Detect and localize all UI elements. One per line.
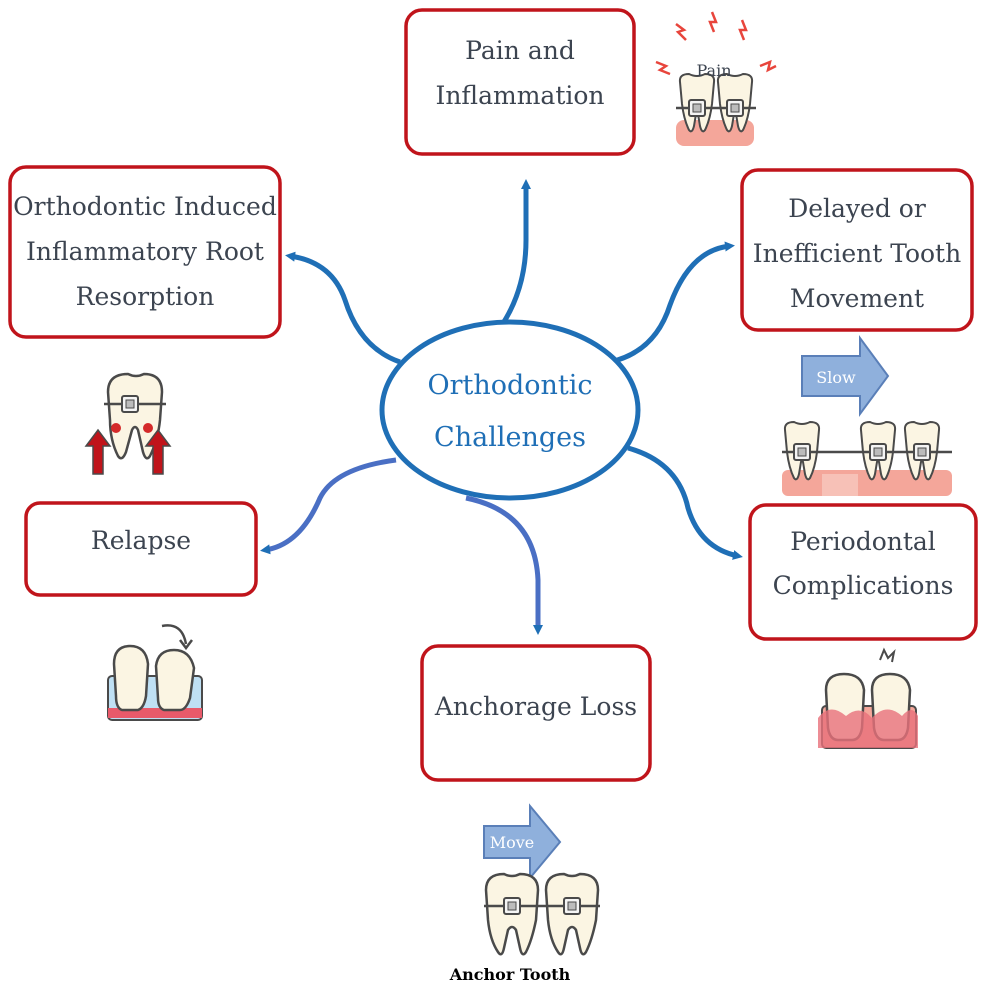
node-periodontal-line2: Complications xyxy=(773,571,954,600)
slow-icon-label: Slow xyxy=(816,368,856,387)
node-relapse: Relapse xyxy=(24,501,258,597)
node-delayed-line3: Movement xyxy=(790,284,924,313)
connector-pain xyxy=(497,179,531,330)
node-delayed-line2: Inefficient Tooth xyxy=(753,239,961,268)
anchorage-icon: Move Anchor Tooth xyxy=(449,803,600,984)
connector-relapse xyxy=(260,457,397,555)
center-title-line1: Orthodontic xyxy=(427,370,592,401)
node-pain-inflammation: Pain and Inflammation xyxy=(404,8,636,156)
connector-root-resorption xyxy=(285,251,401,365)
relapse-icon xyxy=(107,624,203,721)
node-root-line1: Orthodontic Induced xyxy=(13,192,277,221)
node-root-line3: Resorption xyxy=(76,282,215,311)
connector-delayed xyxy=(609,241,735,365)
slow-movement-icon: Slow xyxy=(782,334,952,496)
node-relapse-line1: Relapse xyxy=(91,526,191,555)
node-anchorage-loss: Anchorage Loss xyxy=(420,644,652,782)
connector-anchorage xyxy=(465,495,543,635)
node-delayed-movement: Delayed or Inefficient Tooth Movement xyxy=(740,168,974,332)
connector-periodontal xyxy=(627,445,743,560)
center-ellipse xyxy=(379,319,641,501)
move-icon-label: Move xyxy=(490,833,535,852)
node-delayed-line1: Delayed or xyxy=(788,194,926,223)
periodontal-icon xyxy=(818,647,918,749)
node-root-resorption: Orthodontic Induced Inflammatory Root Re… xyxy=(8,165,282,339)
node-pain-line1: Pain and xyxy=(465,36,575,65)
node-root-line2: Inflammatory Root xyxy=(26,237,264,266)
center-node: Orthodontic Challenges xyxy=(379,319,641,501)
root-resorption-icon xyxy=(84,372,172,475)
pain-braces-icon: Pain xyxy=(655,11,777,146)
anchor-tooth-label: Anchor Tooth xyxy=(449,965,571,984)
node-periodontal-line1: Periodontal xyxy=(790,527,936,556)
connectors xyxy=(260,179,743,635)
node-periodontal: Periodontal Complications xyxy=(748,503,978,641)
node-anchorage-line1: Anchorage Loss xyxy=(434,692,637,721)
node-pain-line2: Inflammation xyxy=(435,81,604,110)
center-title-line2: Challenges xyxy=(434,422,586,453)
pain-icon-label: Pain xyxy=(696,61,731,80)
